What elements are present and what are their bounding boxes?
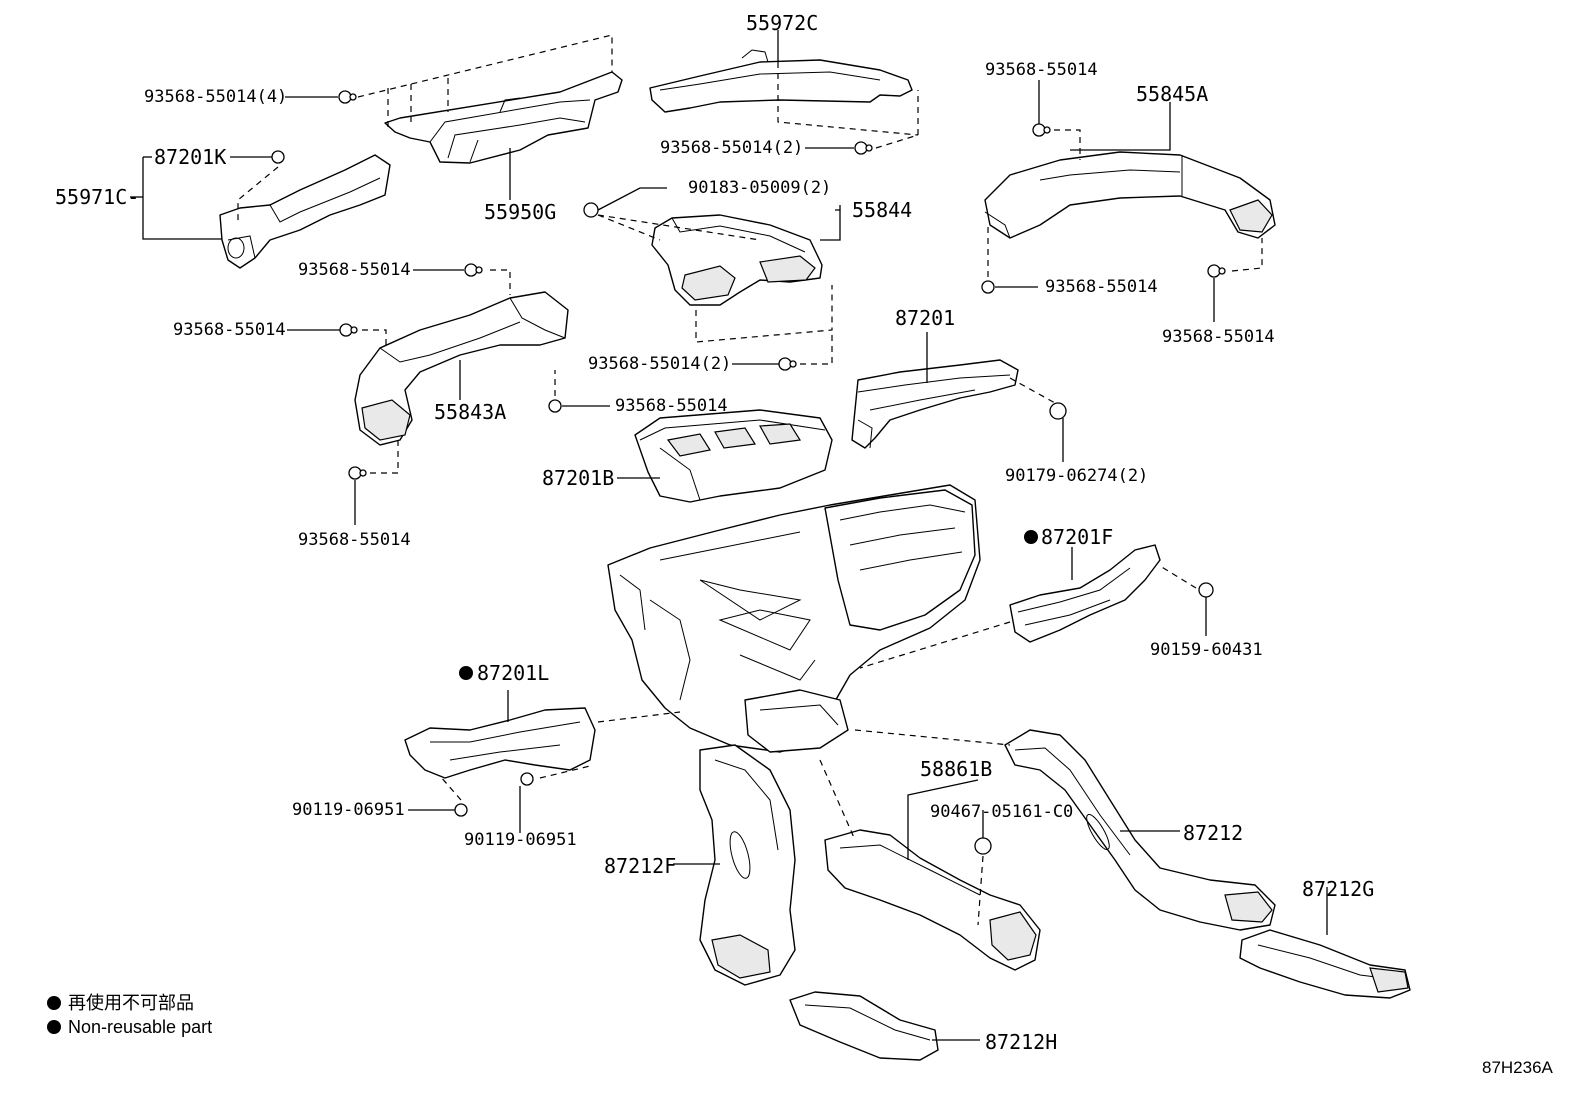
hvac-main-unit <box>607 484 981 753</box>
label-55845A: 55845A <box>1136 82 1208 106</box>
label-90467-05161-C0: 90467-05161-C0 <box>930 802 1073 822</box>
label-90119-06951-a: 90119-06951 <box>292 800 405 820</box>
label-93568-55014-a: 93568-55014 <box>298 260 411 280</box>
part-58861B <box>824 829 1041 971</box>
legend-bullet-1 <box>47 996 61 1010</box>
part-labels: 55972C 93568-55014(4) 87201K 55971C- 559… <box>55 11 1374 1054</box>
label-87212: 87212 <box>1183 821 1243 845</box>
diagram-code: 87H236A <box>1482 1058 1554 1077</box>
label-55971C: 55971C- <box>55 185 139 209</box>
non-reusable-marker-87201L <box>459 666 473 680</box>
label-90179-06274: 90179-06274(2) <box>1005 466 1148 486</box>
legend-bullet-2 <box>47 1020 61 1034</box>
label-93568-55014-d: 93568-55014 <box>298 530 411 550</box>
legend-line-english: Non-reusable part <box>68 1017 212 1037</box>
label-55950G: 55950G <box>484 200 556 224</box>
label-93568-55014-x4: 93568-55014(4) <box>144 87 287 107</box>
label-87201K: 87201K <box>154 145 226 169</box>
part-87212H <box>789 991 939 1061</box>
legend: 再使用不可部品 Non-reusable part <box>47 993 212 1037</box>
label-87201L: 87201L <box>477 661 549 685</box>
part-55971C <box>219 154 391 269</box>
label-93568-55014-x2-lower: 93568-55014(2) <box>588 354 731 374</box>
part-55950G <box>384 71 623 164</box>
non-reusable-marker-87201F <box>1024 530 1038 544</box>
label-87201: 87201 <box>895 306 955 330</box>
label-93568-55014-r2: 93568-55014 <box>1162 327 1275 347</box>
label-93568-55014-top-right: 93568-55014 <box>985 60 1098 80</box>
part-87201 <box>851 359 1019 449</box>
label-93568-55014-c: 93568-55014 <box>615 396 728 416</box>
label-93568-55014-x2-upper: 93568-55014(2) <box>660 138 803 158</box>
part-87212 <box>1004 729 1276 931</box>
label-55843A: 55843A <box>434 400 506 424</box>
part-55845A <box>984 151 1276 239</box>
part-87201L <box>404 707 596 779</box>
label-87212H: 87212H <box>985 1030 1057 1054</box>
label-58861B: 58861B <box>920 757 992 781</box>
label-55972C: 55972C <box>746 11 818 35</box>
label-90159-60431: 90159-60431 <box>1150 640 1263 660</box>
label-87201B: 87201B <box>542 466 614 490</box>
label-90183-05009: 90183-05009(2) <box>688 178 831 198</box>
label-87212F: 87212F <box>604 854 676 878</box>
assembly-dashed-lines <box>237 34 1263 926</box>
label-87201F: 87201F <box>1041 525 1113 549</box>
legend-line-japanese: 再使用不可部品 <box>68 993 194 1013</box>
part-87212G <box>1239 929 1411 999</box>
label-87212G: 87212G <box>1302 877 1374 901</box>
part-55844 <box>651 214 823 306</box>
label-93568-55014-b: 93568-55014 <box>173 320 286 340</box>
label-93568-55014-r1: 93568-55014 <box>1045 277 1158 297</box>
part-55972C <box>649 49 913 113</box>
part-87212F <box>699 744 796 986</box>
label-55844: 55844 <box>852 198 912 222</box>
label-90119-06951-b: 90119-06951 <box>464 830 577 850</box>
leader-lines <box>130 30 1328 1041</box>
part-55843A <box>354 291 569 446</box>
part-87201F <box>1009 544 1161 643</box>
part-87201B <box>634 409 833 503</box>
